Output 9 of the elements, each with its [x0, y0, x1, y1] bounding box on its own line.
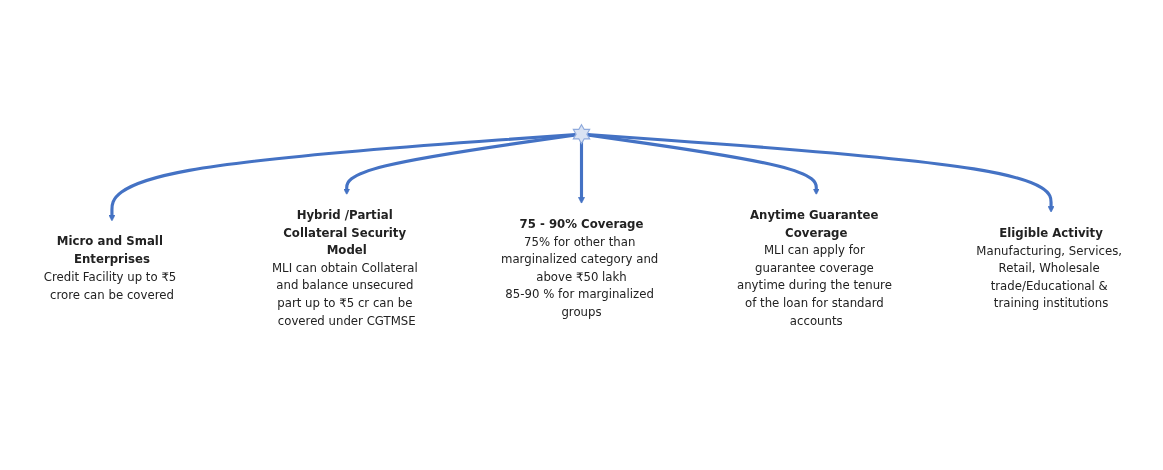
- arrow: [108, 133, 576, 222]
- node-text: 75 - 90% Coverage 75% for other than marginalized category and above ₹50 lakh 85-90 % for marginalized groups: [500, 217, 659, 320]
- node-text: Micro and Small Enterprises Credit Facility up to ₹5 crore can be covered: [43, 234, 177, 302]
- node-text: Anytime Guarantee Coverage MLI can apply for guarantee coverage anytime during the tenure of the loan for standard accounts: [736, 208, 892, 328]
- arrow: [587, 133, 1055, 213]
- node-text: Eligible Activity Manufacturing, Services, Retail, Wholesale trade/Educational & training institutions: [976, 225, 1123, 311]
- arrow: [578, 140, 585, 204]
- node-text: Hybrid /Partial Collateral Security Model MLI can obtain Collateral and balance unsecured part up to ₹5 cr can be covered under CGTMSE: [271, 208, 418, 328]
- node-star: [572, 123, 591, 145]
